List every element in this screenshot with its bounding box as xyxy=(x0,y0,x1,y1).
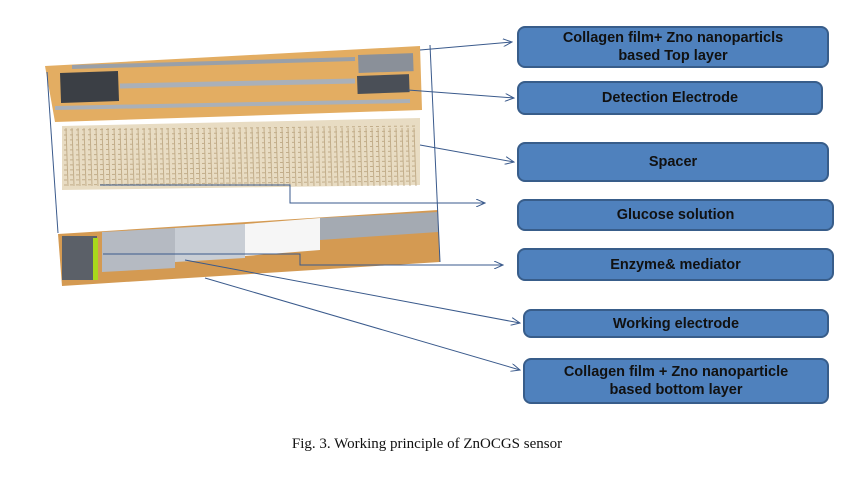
mesh-thread xyxy=(101,127,105,187)
bottom-electrode-dark xyxy=(62,236,97,280)
mesh-thread xyxy=(95,127,99,187)
mesh-thread xyxy=(365,127,369,187)
label-text: Enzyme& mediator xyxy=(610,256,741,273)
mesh-thread xyxy=(77,127,81,187)
mesh-thread xyxy=(161,127,165,187)
mesh-thread xyxy=(113,127,117,187)
label-text: Collagen film + Zno nanoparticle xyxy=(563,364,789,380)
mesh-thread xyxy=(131,127,135,187)
mesh-thread xyxy=(191,127,195,187)
mesh-thread xyxy=(107,127,111,187)
bottom-electrode-green-mark xyxy=(93,238,98,280)
bottom-foil-4 xyxy=(320,212,438,240)
mesh-thread xyxy=(389,127,393,187)
bottom-foil-2 xyxy=(175,224,245,262)
mesh-thread xyxy=(63,170,419,176)
mesh-thread xyxy=(203,127,207,187)
label-text: based Top layer xyxy=(618,48,728,64)
mesh-thread xyxy=(63,160,419,166)
pointer-top-layer xyxy=(419,42,512,51)
foil-strip-1 xyxy=(71,57,356,69)
label-text: Detection Electrode xyxy=(601,90,739,106)
mesh-thread xyxy=(221,127,225,187)
pointer-bottom-layer xyxy=(204,277,520,370)
mesh-thread xyxy=(143,127,147,187)
mesh-thread xyxy=(119,127,123,187)
pointer-detection-electrode xyxy=(407,89,514,98)
mesh-thread xyxy=(377,127,381,187)
pointer-enzyme xyxy=(103,253,503,265)
mesh-thread xyxy=(63,140,419,146)
label-text: based bottom layer xyxy=(609,382,743,398)
mesh-thread xyxy=(149,127,153,187)
bottom-foil-3 xyxy=(245,218,320,256)
pointer-glucose xyxy=(100,184,485,203)
mesh-thread xyxy=(71,127,75,187)
mesh-thread xyxy=(173,127,177,187)
mesh-thread xyxy=(215,127,219,187)
mesh-thread xyxy=(63,180,419,186)
mesh-thread xyxy=(179,127,183,187)
mesh-thread xyxy=(209,127,213,187)
mesh-thread xyxy=(407,127,411,187)
mesh-thread xyxy=(413,127,417,187)
foil-strip-3 xyxy=(54,99,411,110)
top-electrode-pad-right-2 xyxy=(357,74,410,94)
label-glucose-solution: Glucose solution xyxy=(517,199,834,231)
bottom-foil-1 xyxy=(102,228,175,272)
label-text: Working electrode xyxy=(612,315,740,332)
mesh-thread xyxy=(329,127,333,187)
mesh-thread xyxy=(137,127,141,187)
frame-left xyxy=(46,71,59,234)
mesh-thread xyxy=(125,127,129,187)
mesh-thread xyxy=(83,127,87,187)
frame-right xyxy=(429,44,441,263)
mesh-thread xyxy=(185,127,189,187)
mesh-thread xyxy=(335,127,339,187)
mesh-thread xyxy=(371,127,375,187)
mesh-thread xyxy=(383,127,387,187)
mesh-thread xyxy=(197,127,201,187)
label-text: Glucose solution xyxy=(616,207,735,223)
label-spacer: Spacer xyxy=(517,142,829,182)
mesh-thread xyxy=(65,127,69,187)
mesh-thread xyxy=(63,155,419,161)
mesh-thread xyxy=(323,127,327,187)
top-electrode-pad-left xyxy=(60,70,120,103)
pointer-spacer xyxy=(419,144,514,162)
mesh-thread xyxy=(359,127,363,187)
mesh-thread xyxy=(317,127,321,187)
label-text: Collagen film+ Zno nanoparticls xyxy=(562,30,784,46)
mesh-thread xyxy=(63,125,419,131)
mesh-thread xyxy=(89,127,93,187)
mesh-thread xyxy=(341,127,345,187)
mesh-thread xyxy=(63,165,419,171)
mesh-thread xyxy=(63,130,419,136)
figure-caption: Fig. 3. Working principle of ZnOCGS sens… xyxy=(291,436,563,452)
mesh-thread xyxy=(167,127,171,187)
mesh-thread xyxy=(347,127,351,187)
mesh-thread xyxy=(353,127,357,187)
top-electrode-pad-right-1 xyxy=(358,53,414,73)
mesh-thread xyxy=(63,135,419,141)
label-text: Spacer xyxy=(648,154,698,170)
mesh-thread xyxy=(395,127,399,187)
mesh-thread xyxy=(63,145,419,151)
label-working-electrode: Working electrode xyxy=(523,309,829,338)
label-top-layer: Collagen film+ Zno nanoparticls based Top… xyxy=(517,26,829,68)
label-detection-electrode: Detection Electrode xyxy=(517,81,823,115)
mesh-thread xyxy=(63,175,419,181)
pointer-working-electrode xyxy=(184,259,520,323)
spacer-mesh-texture xyxy=(63,125,419,187)
foil-strip-2 xyxy=(119,78,356,89)
mesh-thread xyxy=(155,127,159,187)
label-enzyme-mediator: Enzyme& mediator xyxy=(517,248,834,281)
mesh-thread xyxy=(63,150,419,156)
mesh-thread xyxy=(401,127,405,187)
label-bottom-layer: Collagen film + Zno nanoparticle based bo… xyxy=(523,358,829,404)
